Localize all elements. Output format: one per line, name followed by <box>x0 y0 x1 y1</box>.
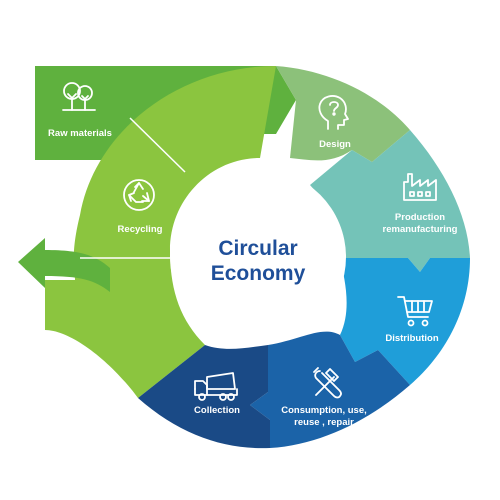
collection-label: Collection <box>194 405 240 416</box>
recycling-label: Recycling <box>118 224 163 235</box>
trees-icon <box>62 82 96 111</box>
outflow-arrow <box>18 238 110 292</box>
production-label-line2: remanufacturing <box>383 224 458 235</box>
raw-materials-label: Raw materials <box>48 128 112 139</box>
recycling-swoosh <box>45 66 276 398</box>
center-title-line1: Circular <box>218 237 297 260</box>
distribution-segment <box>340 258 470 385</box>
production-segment <box>310 130 470 272</box>
truck-icon <box>194 372 238 401</box>
design-segment <box>276 66 410 162</box>
consumption-label-line2: reuse , repair <box>294 417 354 428</box>
tools-icon <box>313 367 342 399</box>
design-label: Design <box>319 139 351 150</box>
collection-segment <box>138 345 270 449</box>
segment-dividers <box>80 117 186 259</box>
cart-icon <box>397 296 433 327</box>
center-circle <box>170 169 346 345</box>
consumption-label-line1: Consumption, use, <box>281 405 367 416</box>
head-question-icon <box>318 95 349 130</box>
center-title-line2: Economy <box>211 262 306 285</box>
recycle-icon <box>123 179 155 211</box>
production-label-line1: Production <box>395 212 445 223</box>
factory-icon <box>403 173 437 201</box>
consumption-segment <box>250 331 410 448</box>
distribution-label: Distribution <box>385 333 438 344</box>
